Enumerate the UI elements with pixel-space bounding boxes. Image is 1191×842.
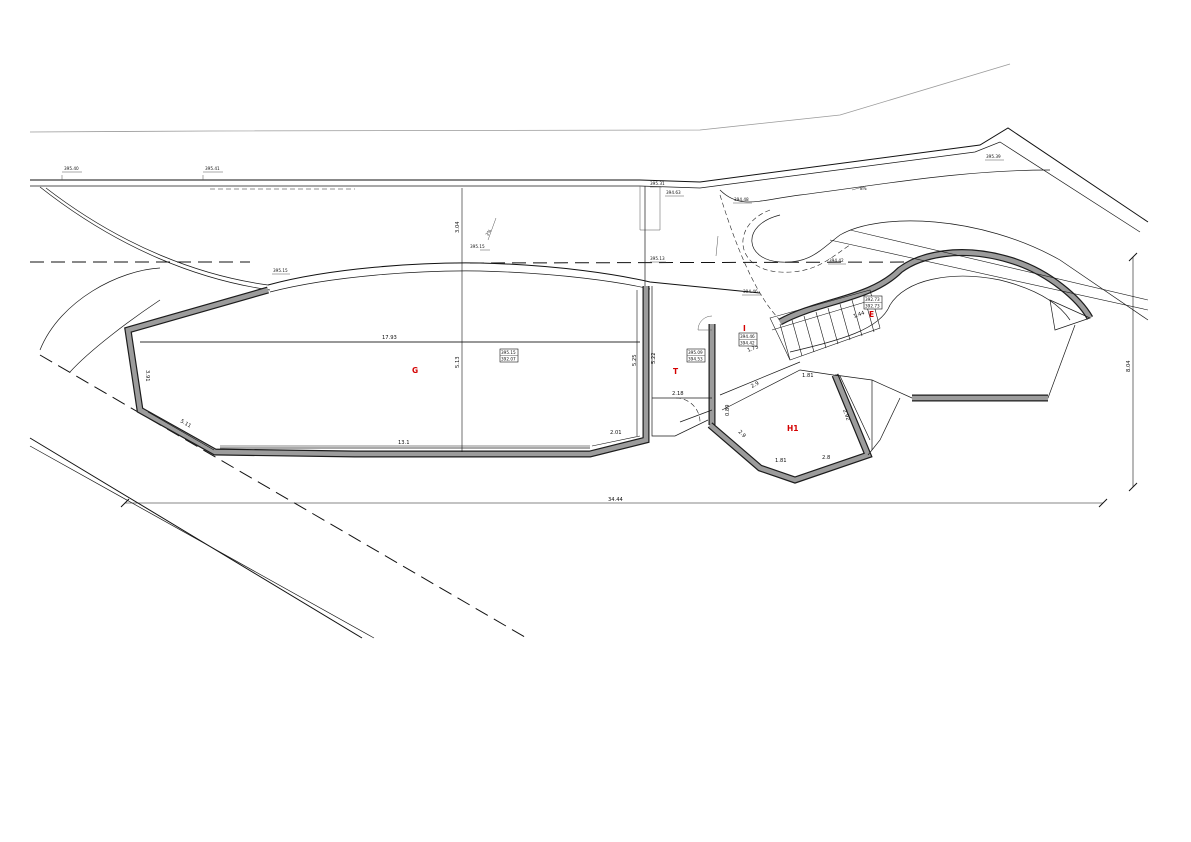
room-label-t: T [673,367,679,376]
level-room-t-b: 394.53 [688,357,703,362]
site-context [29,63,1149,641]
dim-stair-w: 1.44 [853,310,867,320]
curved-roof-wall [267,186,761,294]
room-label-h1: H1 [787,424,799,433]
room-label-i: I [743,324,746,333]
walls-hall-g [124,286,650,458]
door-swings [675,315,713,423]
dim-h1-d: 2.8 [822,455,830,461]
street-edge-inner [30,141,1141,233]
level-room-g-a: 395.15 [501,350,516,355]
level-drive: 394.48 [734,197,749,202]
curved-wall-left-2 [45,187,269,286]
street-edge-outer [30,127,1149,223]
dim-h1-b: 1.81 [802,373,814,379]
axis-line-diagonal [39,354,531,641]
drive-curve [719,169,1051,203]
dim-h1-c: 2.92 [841,409,851,422]
dimension-labels: 34.44 8.04 17.93 13.1 5.13 3.91 5.11 2.0… [144,221,1132,503]
level-ramp: 394.42 [829,258,844,263]
room-label-e: E [869,310,874,319]
room-level-boxes: 395.15 392.07 395.09 394.53 394.46 394.4… [499,295,883,363]
level-wall-left: 395.15 [273,268,288,273]
drive-loop [751,214,1149,321]
level-stair-a: 392.73 [865,297,880,302]
room-labels: G T I E H1 [412,310,874,433]
dim-g-diag: 5.11 [179,419,192,430]
road-lower-1 [29,437,363,639]
dim-h1-e: 1.81 [775,458,787,464]
dim-h1-a: 2.9 [750,381,760,390]
level-street-2: 395.41 [205,166,220,171]
level-entry: 394.46 [743,289,758,294]
level-room-g-b: 392.07 [501,357,516,362]
level-markers: 395.40 395.41 395.31 394.63 394.48 395.3… [62,154,1004,296]
terrain-contour-top [29,63,1011,133]
level-room-t-a: 395.09 [688,350,703,355]
level-room-i-b: 394.42 [740,341,755,346]
dim-g-corner: 2.01 [610,430,622,436]
level-gate-side: 394.63 [666,190,681,195]
slope-1: 2% [485,228,493,236]
level-gate-top: 395.31 [650,181,665,186]
axis-line-horizontal [30,261,921,264]
room-label-g: G [412,366,418,375]
dimension-lines [120,188,1138,508]
dim-t-width: 2.18 [672,391,684,397]
level-wall-mid: 395.15 [470,244,485,249]
dim-h1-f: 2.9 [737,429,747,439]
drive-loop-2 [742,209,851,273]
hill-curve [39,267,161,351]
road-lower-2 [29,445,375,639]
level-wall-notch: 395.13 [650,256,665,261]
curved-approach-dashed [719,194,781,321]
dim-t-inner: 5.22 [651,352,657,364]
level-stair-b: 392.73 [865,304,880,309]
stair-flight [769,289,881,361]
dim-setback: 3.04 [455,221,461,233]
dim-t-height: 5.25 [632,354,638,366]
level-path-right: 395.39 [986,154,1001,159]
level-room-i-a: 394.46 [740,334,755,339]
dim-overall-height: 8.04 [1126,360,1132,372]
level-street-1: 395.40 [64,166,79,171]
hill-curve-2 [69,299,161,373]
walls-wing-e [778,229,1149,456]
dim-g-height: 5.13 [455,356,461,368]
walls-rooms-t-i-h1 [651,286,873,484]
dim-stair-run: 1.75 [747,344,760,354]
dim-g-left: 3.91 [144,370,150,382]
curved-wall-left [39,186,271,291]
street-kerb [61,175,661,231]
dim-door: 0.89 [725,404,731,416]
dim-g-bottom: 13.1 [398,440,410,446]
dim-g-length: 17.93 [382,335,397,341]
dim-overall-width: 34.44 [608,497,624,503]
slope-2: 8% [860,186,867,191]
